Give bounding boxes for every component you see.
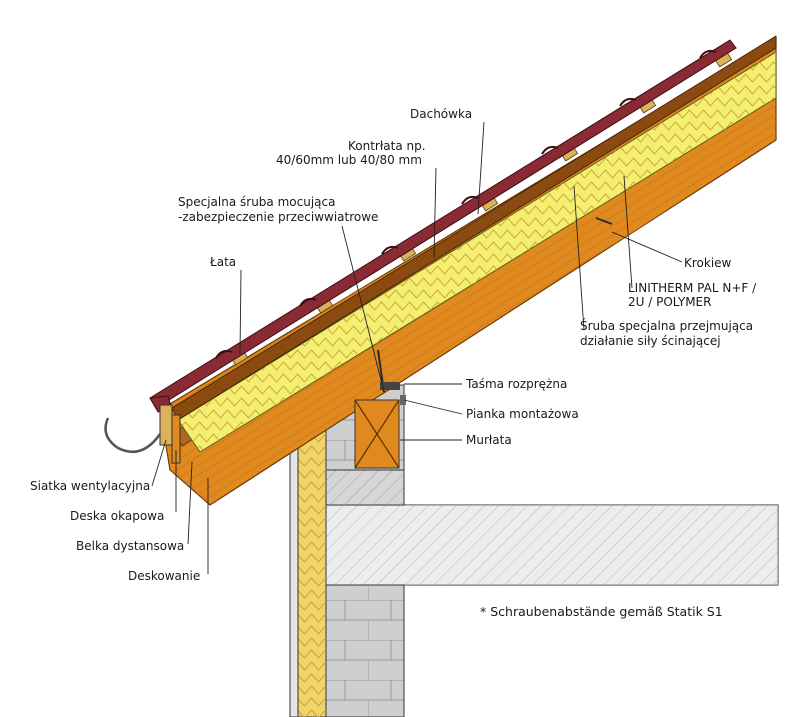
roof-tiles	[149, 39, 737, 413]
label-krokiew: Krokiew	[684, 256, 732, 270]
label-kontrlata-2: 40/60mm lub 40/80 mm	[276, 153, 422, 167]
leader-lines	[151, 121, 683, 574]
label-dachowka: Dachówka	[410, 107, 472, 121]
expansion-tape	[380, 382, 400, 390]
wall-plate	[354, 399, 400, 469]
label-deskowanie: Deskowanie	[128, 569, 200, 583]
label-lata: Łata	[209, 255, 236, 269]
label-pianka: Pianka montażowa	[466, 407, 579, 421]
label-sruba-specjalna-1: Śruba specjalna przejmująca	[580, 318, 753, 333]
eave-parts	[159, 404, 181, 464]
insulation-board	[177, 51, 777, 453]
label-kontrlata-1: Kontrłata np.	[348, 139, 426, 153]
label-linitherm-1: LINITHERM PAL N+F /	[628, 281, 757, 295]
ring-beam	[325, 469, 405, 506]
label-tasma: Taśma rozprężna	[465, 377, 567, 391]
labels: Dachówka Kontrłata np. 40/60mm lub 40/80…	[30, 107, 757, 619]
label-belka: Belka dystansowa	[76, 539, 184, 553]
counter-batten	[171, 35, 777, 421]
label-deska: Deska okapowa	[70, 509, 164, 523]
label-linitherm-2: 2U / POLYMER	[628, 295, 711, 309]
label-murlata: Murłata	[466, 433, 512, 447]
label-sruba-mocujaca-2: -zabezpieczenie przeciwwiatrowe	[178, 210, 378, 224]
gutter-icon	[104, 417, 162, 453]
label-sruba-mocujaca-1: Specjalna śruba mocująca	[178, 195, 335, 209]
note-text: * Schraubenabstände gemäß Statik S1	[480, 604, 723, 619]
label-sruba-specjalna-2: działanie siły ścinającej	[580, 334, 721, 348]
label-siatka: Siatka wentylacyjna	[30, 479, 150, 493]
ceiling-slab	[325, 504, 779, 586]
mounting-foam	[400, 395, 406, 405]
